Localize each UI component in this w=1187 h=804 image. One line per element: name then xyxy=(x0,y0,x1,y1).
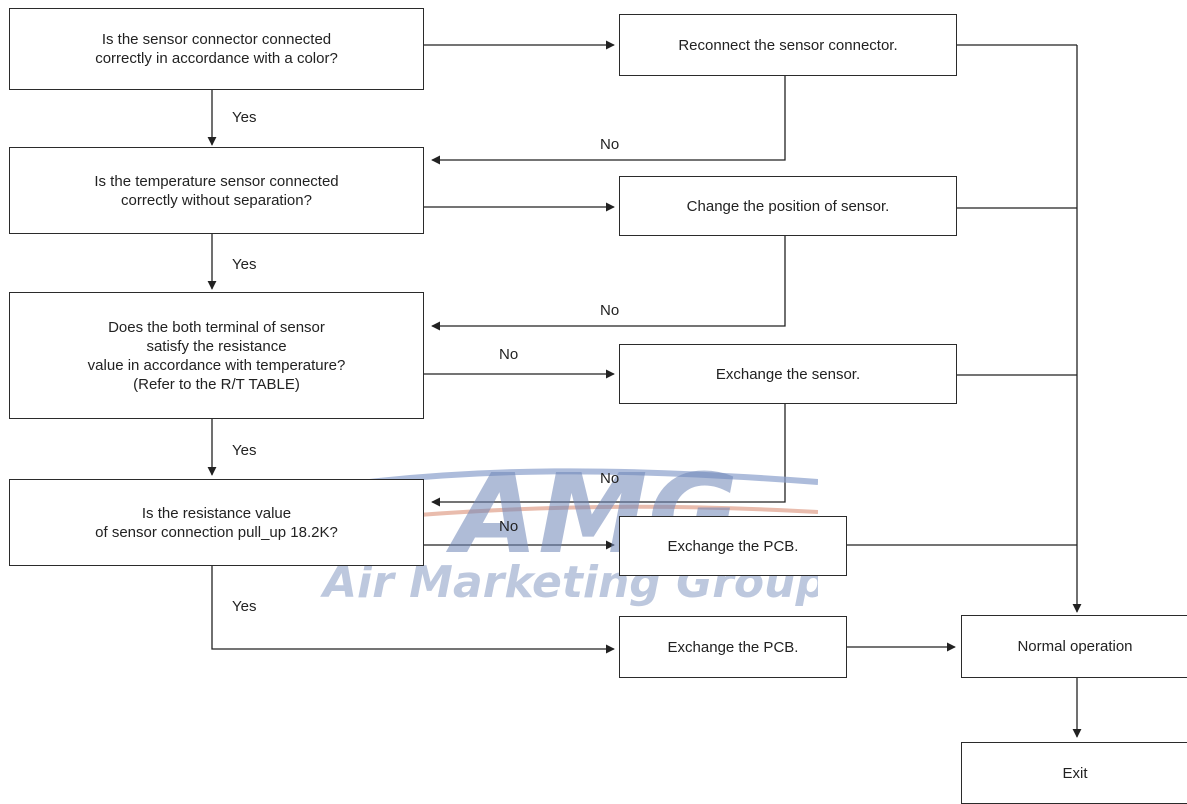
return-path-1 xyxy=(431,76,786,165)
question-text-4: Is the resistance value of sensor connec… xyxy=(95,504,338,541)
action-box-exchange-pcb-1: Exchange the PCB. xyxy=(619,516,847,576)
action-text-exchange-pcb-1: Exchange the PCB. xyxy=(667,537,799,555)
yes-path-4 xyxy=(211,566,615,654)
action-text-exchange-sensor: Exchange the sensor. xyxy=(715,365,861,383)
no-label-return-1: No xyxy=(600,136,620,153)
exit-text: Exit xyxy=(1062,764,1088,782)
return-path-3 xyxy=(431,404,786,507)
no-label-branch-3: No xyxy=(499,346,519,363)
question-text-2: Is the temperature sensor connected corr… xyxy=(94,172,339,209)
normal-operation-box: Normal operation xyxy=(961,615,1187,678)
question-box-4: Is the resistance value of sensor connec… xyxy=(9,479,424,566)
action-box-exchange-sensor: Exchange the sensor. xyxy=(619,344,957,404)
question-box-1: Is the sensor connector connected correc… xyxy=(9,8,424,90)
no-label-branch-4: No xyxy=(499,518,519,535)
action-text-exchange-pcb-2: Exchange the PCB. xyxy=(667,638,799,656)
yes-label-1: Yes xyxy=(232,109,257,126)
yes-label-3: Yes xyxy=(232,442,257,459)
question-text-3: Does the both terminal of sensor satisfy… xyxy=(87,318,346,393)
no-label-return-3: No xyxy=(600,470,620,487)
yes-label-4: Yes xyxy=(232,598,257,615)
action-box-reconnect: Reconnect the sensor connector. xyxy=(619,14,957,76)
normal-operation-text: Normal operation xyxy=(1017,638,1133,655)
action-text-change-position: Change the position of sensor. xyxy=(686,197,890,215)
question-text-1: Is the sensor connector connected correc… xyxy=(95,31,338,67)
action-box-change-position: Change the position of sensor. xyxy=(619,176,957,236)
action-box-exchange-pcb-2: Exchange the PCB. xyxy=(619,616,847,678)
action-text-reconnect: Reconnect the sensor connector. xyxy=(678,36,898,54)
question-box-2: Is the temperature sensor connected corr… xyxy=(9,147,424,234)
return-path-2 xyxy=(431,236,786,331)
no-label-return-2: No xyxy=(600,302,620,319)
exit-box: Exit xyxy=(961,742,1187,804)
yes-label-2: Yes xyxy=(232,256,257,273)
question-box-3: Does the both terminal of sensor satisfy… xyxy=(9,292,424,419)
